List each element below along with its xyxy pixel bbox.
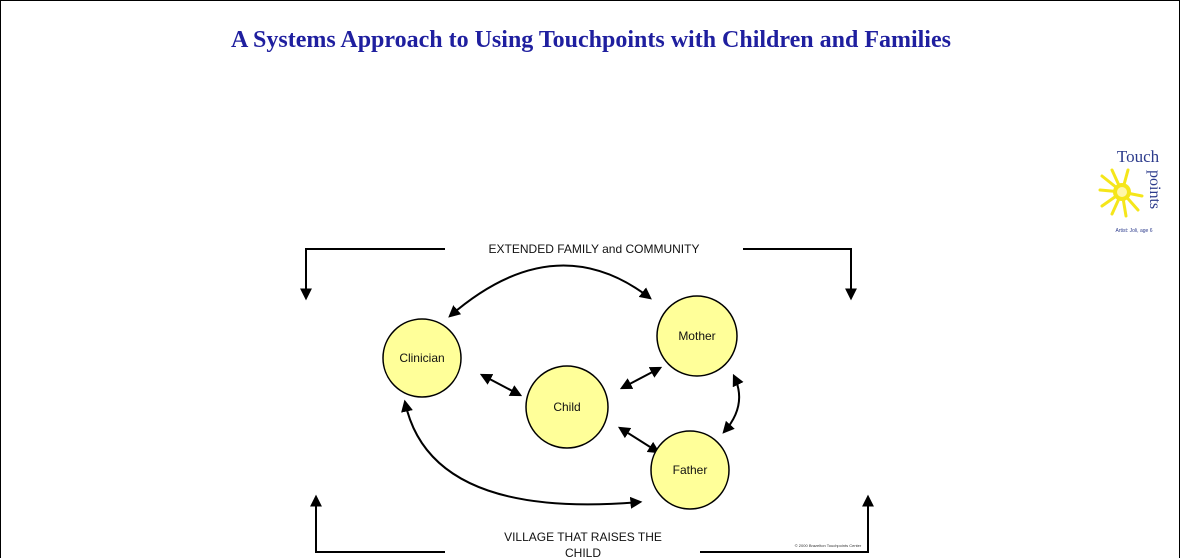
logo-word-touch: Touch: [1117, 147, 1160, 166]
slide-title: A Systems Approach to Using Touchpoints …: [231, 27, 951, 53]
arrow-clinician-father: [401, 399, 643, 509]
node-child: Child: [525, 365, 609, 449]
copyright-note: © 2000 Brazelton Touchpoints Center: [795, 543, 862, 548]
node-mother-label: Mother: [678, 329, 715, 343]
arrow-clinician-mother: [448, 264, 652, 318]
outer-top-bracket: [300, 248, 857, 301]
outer-bottom-label-line1: VILLAGE THAT RAISES THE: [504, 530, 662, 544]
node-clinician: Clinician: [382, 318, 462, 398]
arrow-child-mother: [619, 366, 663, 390]
logo-word-points: points: [1146, 170, 1163, 209]
node-clinician-label: Clinician: [399, 351, 444, 365]
node-father-label: Father: [673, 463, 708, 477]
arrow-child-father: [617, 426, 661, 454]
arrow-mother-father: [722, 373, 744, 434]
node-mother: Mother: [656, 295, 738, 377]
node-child-label: Child: [553, 400, 580, 414]
node-father: Father: [650, 430, 730, 510]
logo-caption: Artist: Joli, age 6: [1116, 228, 1153, 234]
sun-icon: [1098, 168, 1144, 218]
outer-bottom-label-line2: CHILD: [565, 546, 601, 558]
outer-bottom-bracket: [310, 494, 874, 553]
outer-top-label: EXTENDED FAMILY and COMMUNITY: [489, 242, 700, 256]
arrow-clinician-child: [479, 373, 523, 397]
touchpoints-logo: Touch points Artist: Joli, age 6: [1098, 147, 1163, 234]
